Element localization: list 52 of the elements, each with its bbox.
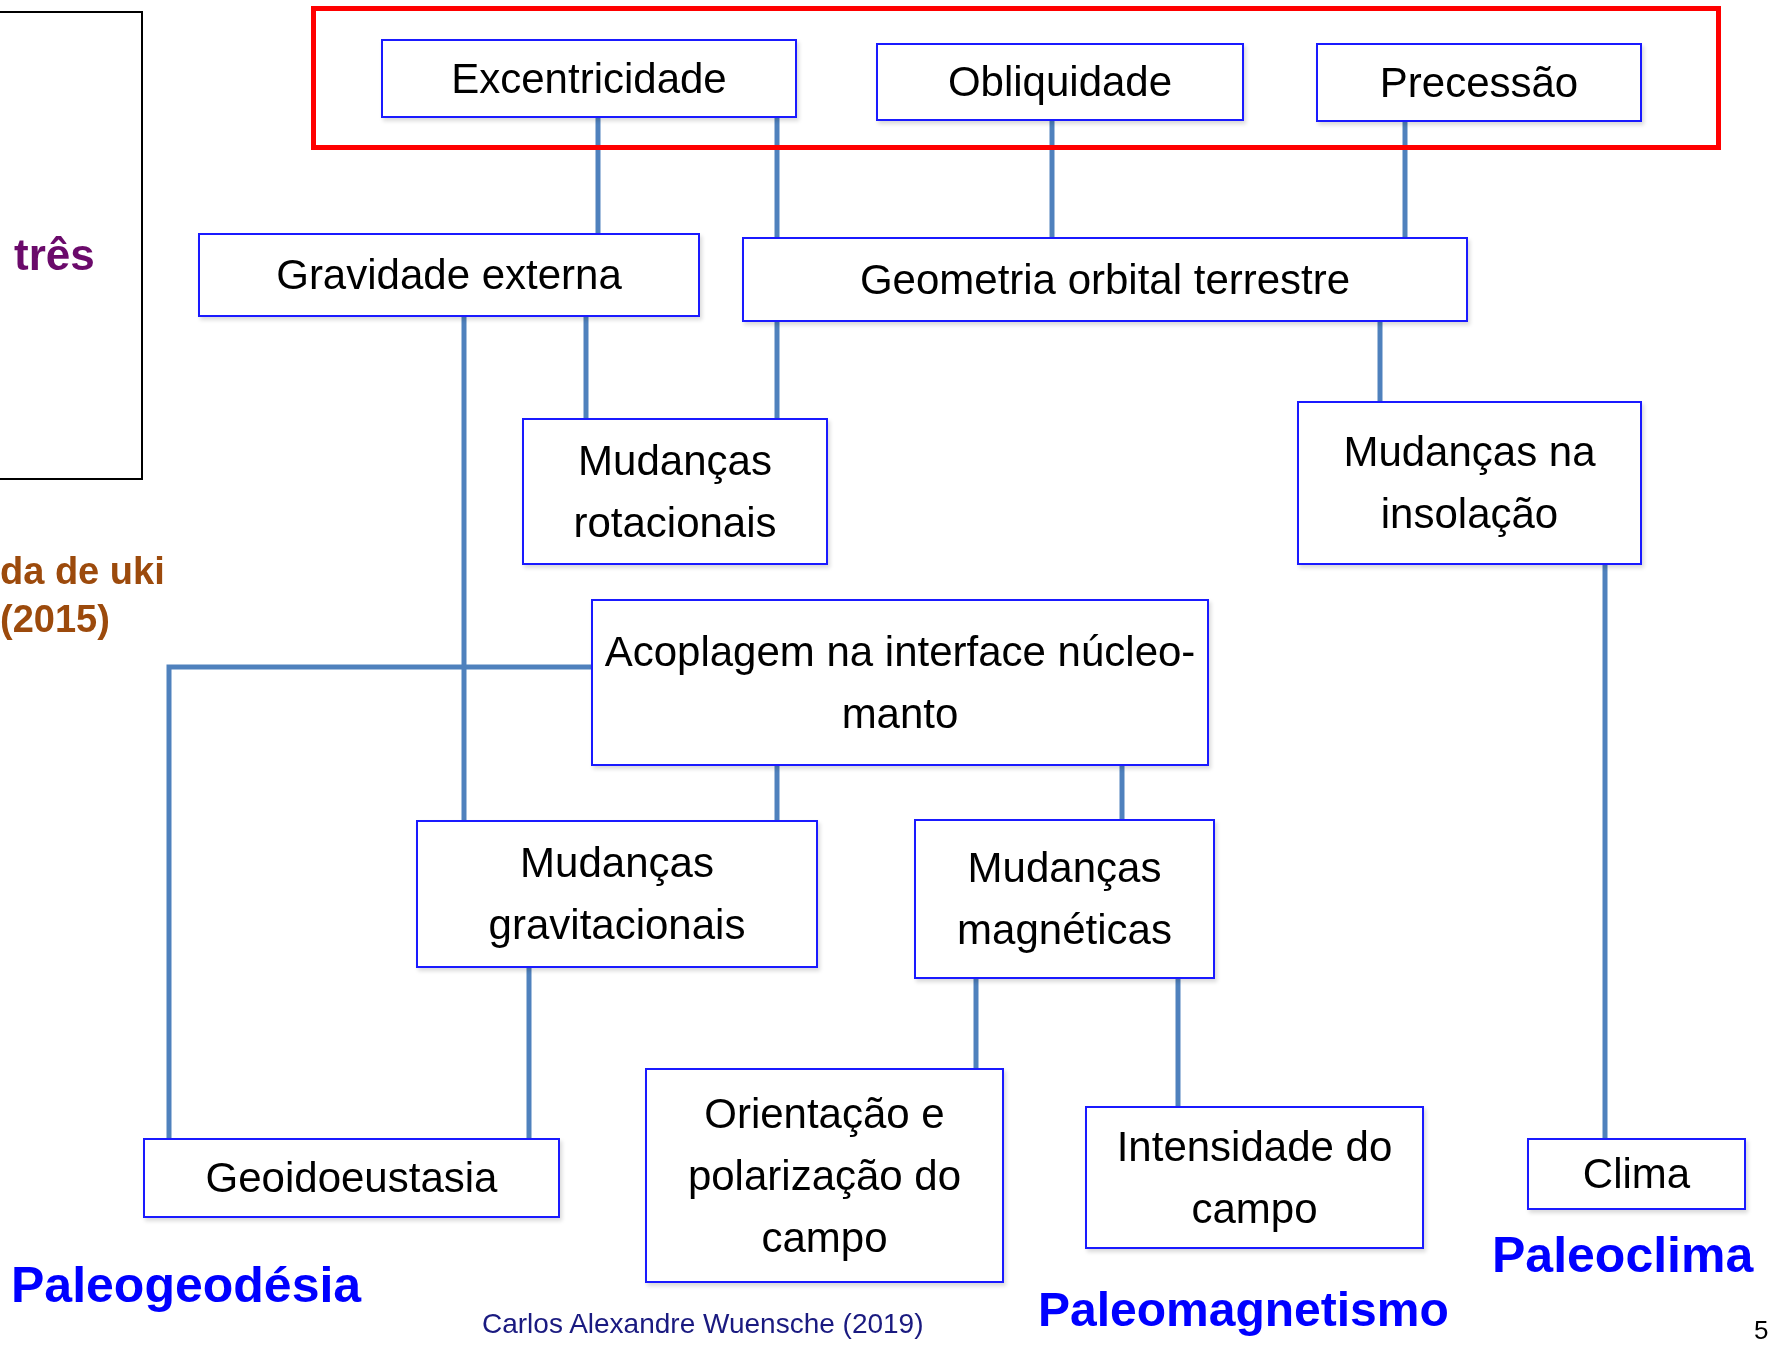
box-text: Acoplagem na interface núcleo-manto: [603, 626, 1197, 739]
box-text: Mudanças rotacionais: [572, 435, 778, 548]
connector-line: [973, 979, 979, 1068]
connector-line: [1402, 122, 1408, 237]
box-text: Gravidade externa: [276, 250, 622, 300]
box-text: Mudanças na insolação: [1342, 427, 1597, 539]
concept-box: [591, 599, 1209, 766]
concept-box: [1316, 43, 1642, 122]
concept-box: [522, 418, 828, 565]
box-text: Precessão: [1379, 57, 1579, 108]
connector-line: [166, 664, 591, 1138]
connector-line: [774, 766, 780, 820]
box-text: Intensidade do campo: [1115, 1121, 1394, 1234]
connector-line: [1602, 565, 1608, 1138]
box-text: Mudanças magnéticas: [956, 843, 1173, 955]
field-title: Paleomagnetismo: [1038, 1282, 1449, 1338]
box-text: Excentricidade: [451, 53, 727, 104]
connector-line: [1175, 979, 1181, 1106]
connector-line: [774, 118, 780, 237]
concept-box: [742, 237, 1468, 322]
box-text: Geometria orbital terrestre: [859, 254, 1351, 305]
box-text: Obliquidade: [947, 57, 1173, 107]
connector-line: [461, 317, 467, 820]
author-credit: Carlos Alexandre Wuensche (2019): [482, 1307, 924, 1341]
connector-line: [1119, 766, 1125, 819]
box-text: Clima: [1582, 1149, 1691, 1199]
concept-box: [381, 39, 797, 118]
box-text: Mudanças gravitacionais: [487, 838, 747, 950]
group-frame: [311, 6, 1721, 150]
concept-box: [1085, 1106, 1424, 1249]
field-title: Paleogeodésia: [11, 1256, 362, 1315]
box-text: Orientação e polarização do campo: [686, 1088, 963, 1263]
page-number: 5: [1754, 1314, 1769, 1345]
source-note: da de uki (2015): [0, 549, 166, 642]
concept-box: [1297, 401, 1642, 565]
connector-line: [595, 118, 601, 233]
concept-box: [416, 820, 818, 968]
concept-box: [876, 43, 1244, 121]
connector-line: [774, 322, 780, 418]
concept-box: [143, 1138, 560, 1218]
connector-line: [1049, 121, 1055, 237]
connector-line: [1377, 322, 1383, 401]
concept-box: [1527, 1138, 1746, 1210]
connector-line: [526, 968, 532, 1138]
panel-text: três: [14, 233, 95, 277]
box-text: Geoidoeustasia: [205, 1153, 498, 1203]
concept-box: [198, 233, 700, 317]
connector-line: [583, 317, 589, 418]
field-title: Paleoclima: [1492, 1226, 1754, 1285]
concept-box: [645, 1068, 1004, 1283]
concept-box: [914, 819, 1215, 979]
text-panel: [0, 11, 143, 480]
